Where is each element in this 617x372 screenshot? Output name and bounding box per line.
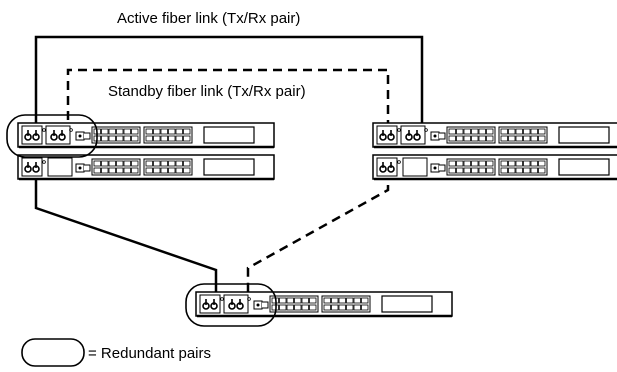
standby-link-to-bottom-switch xyxy=(246,170,390,302)
redundant-pair-outline-left xyxy=(6,114,98,158)
switch-right-top xyxy=(373,123,617,147)
active-link-label: Active fiber link (Tx/Rx pair) xyxy=(117,10,300,27)
active-fiber-link-line xyxy=(34,35,424,135)
standby-link-label: Standby fiber link (Tx/Rx pair) xyxy=(108,83,306,100)
switch-left-top xyxy=(18,123,274,147)
active-link-to-bottom-switch xyxy=(34,170,218,302)
legend-outline-symbol xyxy=(21,338,85,367)
switch-bottom-center xyxy=(196,292,452,316)
redundant-pair-outline-bottom xyxy=(185,283,277,327)
switch-right-bottom xyxy=(373,155,617,179)
switch-left-bottom xyxy=(18,155,274,179)
standby-fiber-link-line xyxy=(66,68,390,135)
legend-label: = Redundant pairs xyxy=(88,345,211,362)
